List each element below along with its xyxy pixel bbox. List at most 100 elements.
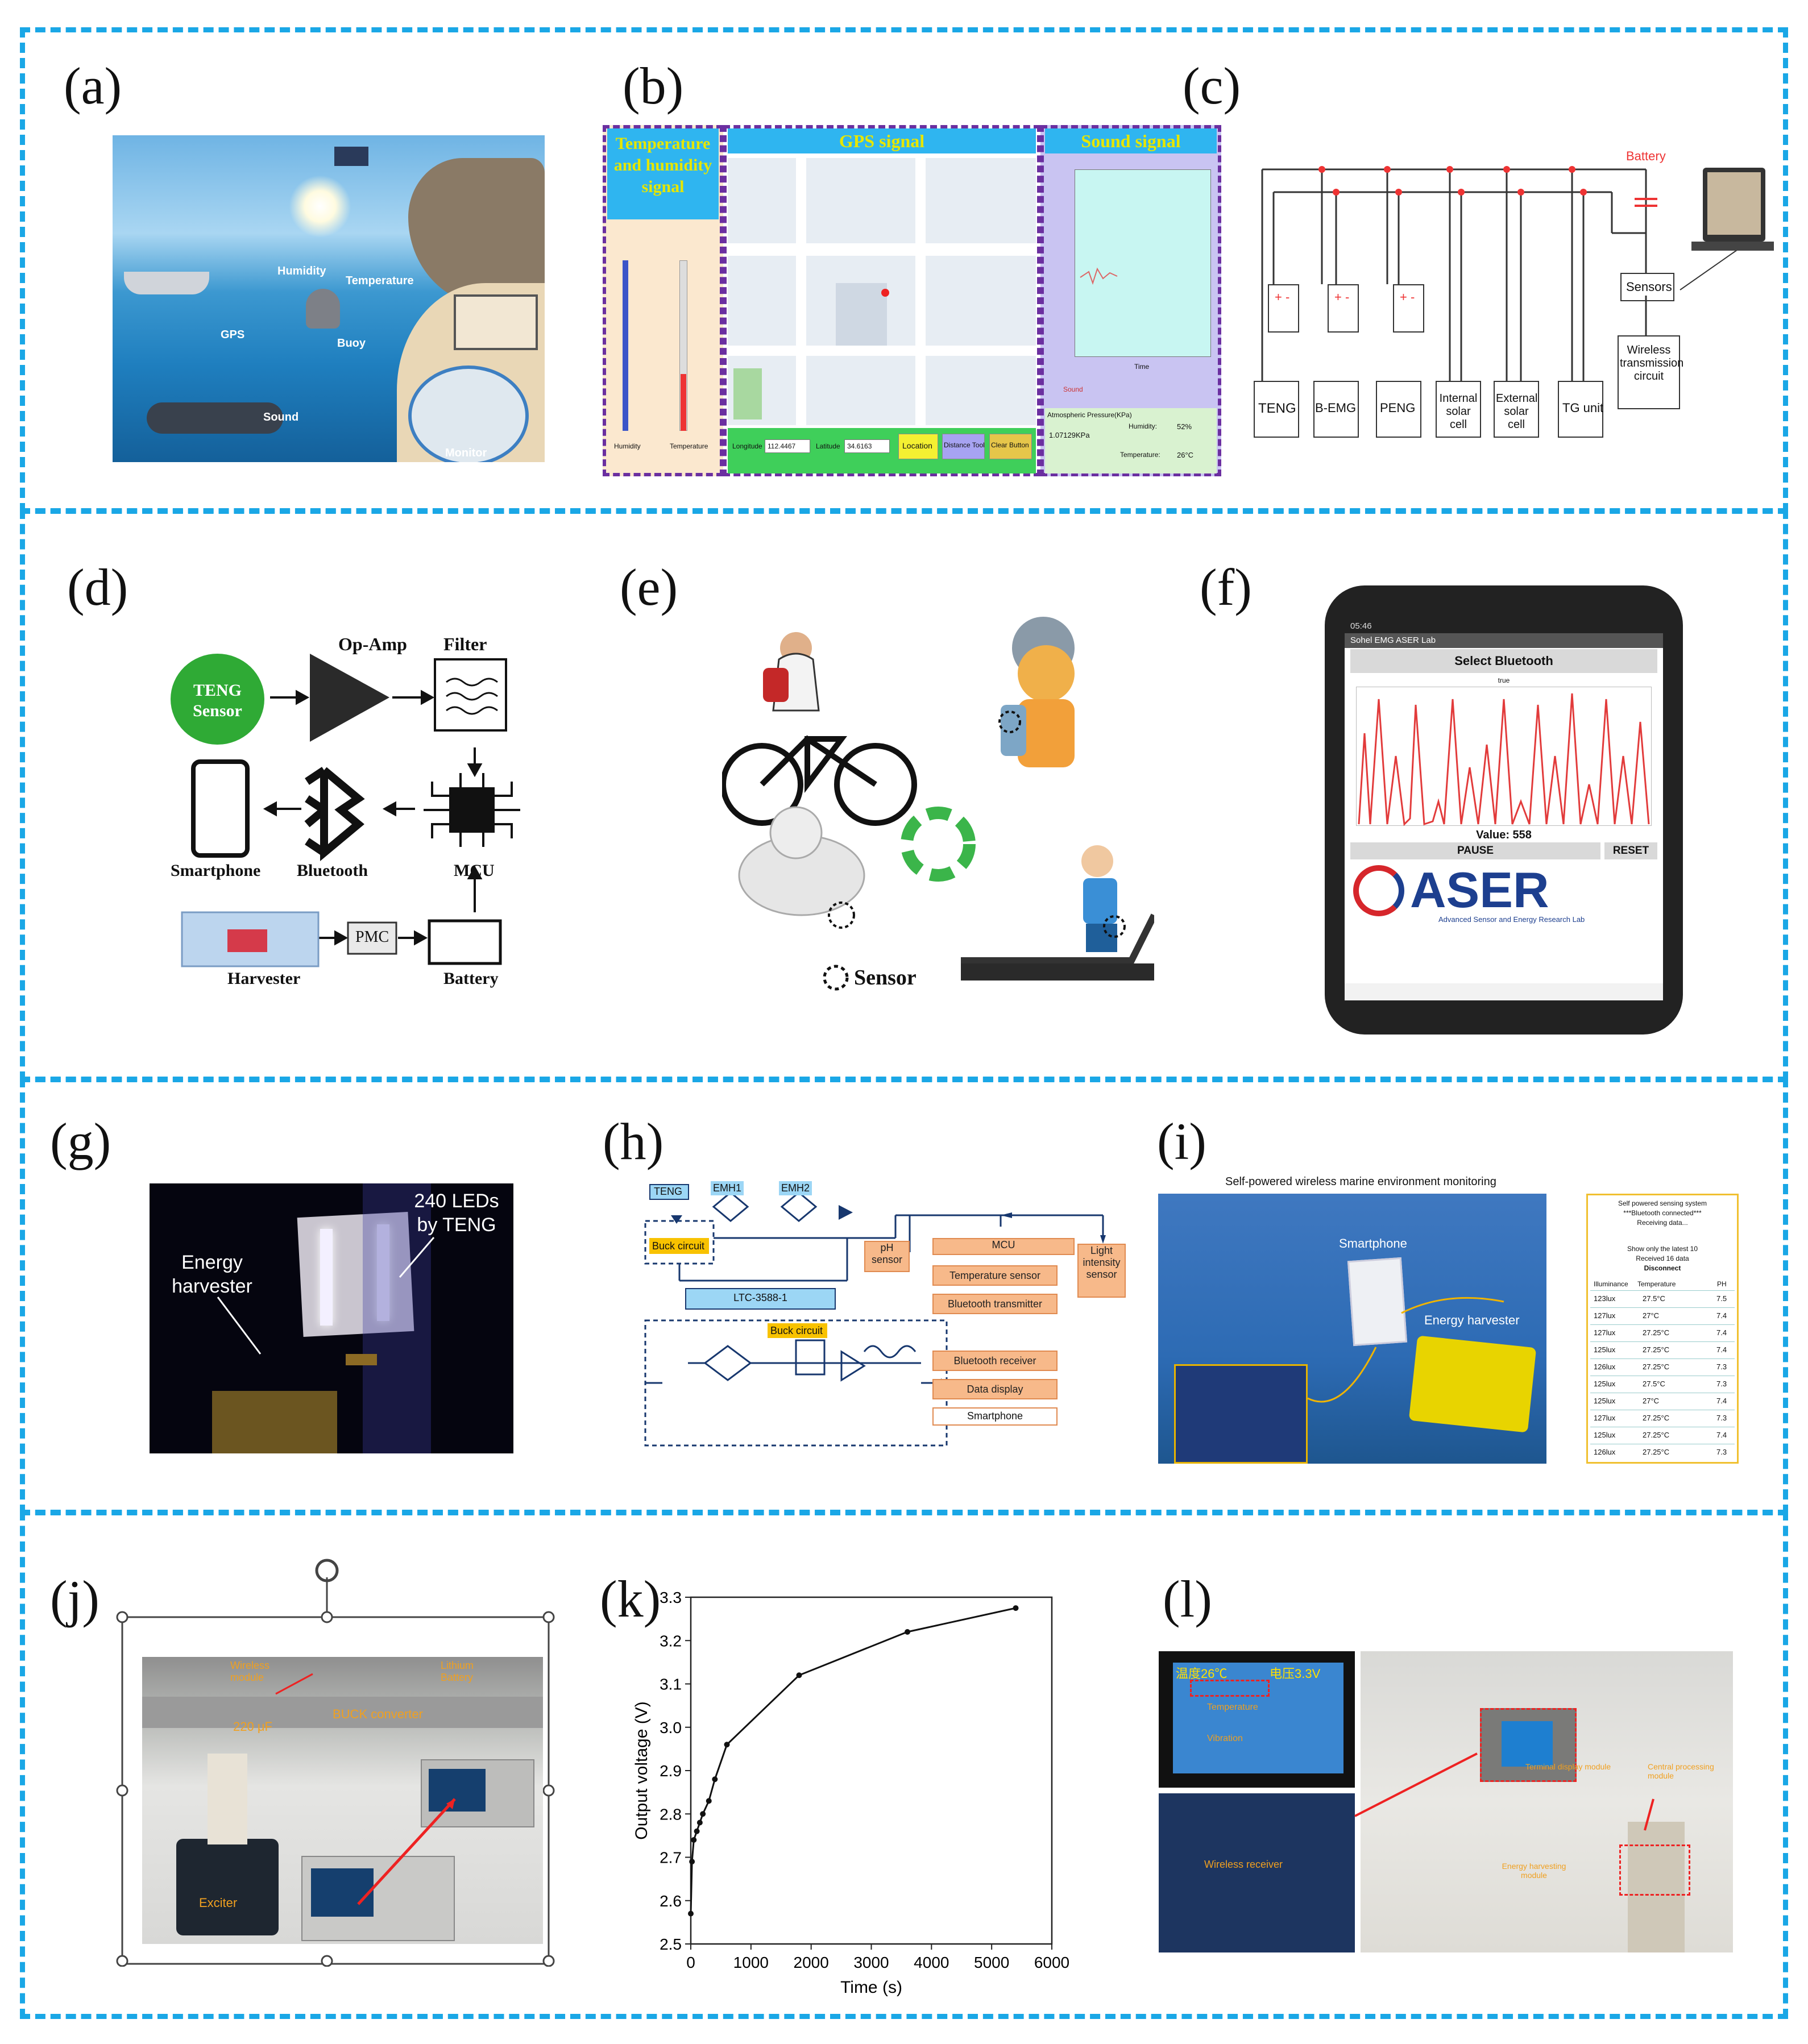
- aser-logo-mark: [1353, 865, 1404, 916]
- table-cell: 27.25°C: [1643, 1362, 1670, 1371]
- filter-label: Filter: [443, 634, 487, 654]
- label-buoy: Buoy: [337, 337, 366, 350]
- table-cell: 123lux: [1594, 1294, 1616, 1303]
- temperature-label-l: Temperature: [1207, 1702, 1258, 1712]
- location-button[interactable]: [898, 434, 938, 459]
- select-bluetooth-button[interactable]: [1350, 649, 1657, 673]
- value-readout: Value: 558: [1476, 829, 1532, 841]
- atm-label: Atmospheric Pressure(KPa): [1047, 411, 1132, 419]
- terminal-display: [1480, 1708, 1577, 1782]
- time-axis-label: Time: [1134, 363, 1150, 371]
- show-line-2: Received 16 data: [1636, 1254, 1689, 1262]
- table-cell: 27.25°C: [1643, 1448, 1670, 1456]
- temp-title: Temperature and humidity signal: [613, 134, 712, 196]
- table-cell: 27.25°C: [1643, 1345, 1670, 1354]
- teng-label-h: TENG: [654, 1186, 683, 1197]
- data-panel: [1586, 1194, 1739, 1464]
- data-point: [724, 1742, 730, 1748]
- reset-label: RESET: [1612, 845, 1649, 857]
- wireless-receiver-label: Wireless receiver: [1204, 1859, 1283, 1870]
- temp-sensor-label: Temperature sensor: [949, 1270, 1041, 1281]
- energy-harvester-block: [212, 1391, 337, 1453]
- aser-logo-subtitle: Advanced Sensor and Energy Research Lab: [1438, 915, 1585, 924]
- pause-button[interactable]: [1350, 842, 1600, 859]
- y-tick-label: 2.7: [660, 1849, 682, 1867]
- atm-value: 1.07129KPa: [1049, 431, 1090, 439]
- table-cell: 27.5°C: [1643, 1294, 1665, 1303]
- buck-label-j: BUCK converter: [333, 1707, 423, 1721]
- x-tick-label: 5000: [974, 1954, 1009, 1971]
- leds-label: 240 LEDs by TENG: [414, 1190, 499, 1236]
- house-structure: [454, 294, 538, 350]
- table-cell: 7.3: [1716, 1362, 1727, 1371]
- panel-l-photo: 温度26℃ 电压3.3V Temperature Vibration Wirel…: [1159, 1651, 1733, 1952]
- emh1-label: EMH1: [711, 1181, 744, 1195]
- panel-label-i: (i): [1157, 1112, 1206, 1170]
- emg-trace: [1358, 693, 1650, 826]
- y-tick-label: 3.1: [660, 1676, 682, 1693]
- table-cell: 125lux: [1594, 1431, 1616, 1439]
- data-point: [696, 1819, 703, 1826]
- latitude-value: 34.6163: [847, 442, 872, 450]
- y-tick-label: 3.3: [660, 1589, 682, 1606]
- mcu-label: MCU: [454, 861, 495, 880]
- pmc-label: PMC: [355, 928, 389, 946]
- table-cell: 7.4: [1716, 1431, 1727, 1439]
- gps-title: GPS signal: [839, 131, 925, 151]
- table-cell: 125lux: [1594, 1380, 1616, 1388]
- y-tick-label: 2.9: [660, 1762, 682, 1780]
- sound-plot: [1075, 169, 1211, 357]
- table-cell: 27.5°C: [1643, 1380, 1665, 1388]
- label-monitor: Monitor: [445, 447, 487, 459]
- disconnect-button[interactable]: Disconnect: [1644, 1264, 1681, 1272]
- sound-legend: Sound: [1063, 385, 1083, 393]
- light-sensor-box: Light intensity sensor: [1077, 1244, 1126, 1298]
- unit-bemg-label: B-EMG: [1315, 401, 1357, 415]
- satellite-icon: [334, 147, 368, 166]
- i-arrows: [1307, 1297, 1504, 1403]
- reset-button[interactable]: [1604, 842, 1657, 859]
- longitude-field[interactable]: [765, 439, 810, 453]
- hum-value: 52%: [1177, 422, 1192, 431]
- beam: [142, 1697, 543, 1728]
- gps-title-bar: [728, 128, 1036, 153]
- select-bluetooth-label: Select Bluetooth: [1454, 654, 1553, 668]
- sound-title-bar: [1045, 128, 1217, 153]
- data-point: [688, 1910, 694, 1917]
- nav-bar: [1345, 983, 1663, 1000]
- col-header-ph: PH: [1717, 1280, 1727, 1288]
- x-tick-label: 2000: [794, 1954, 829, 1971]
- unit-tg: [1558, 381, 1603, 438]
- panel-label-a: (a): [64, 57, 122, 115]
- panel-label-k: (k): [600, 1570, 661, 1628]
- exciter-label: Exciter: [199, 1896, 238, 1910]
- harvester-label-g: Energy harvester: [172, 1252, 252, 1297]
- distance-tool-button[interactable]: [942, 434, 985, 459]
- panel-label-e: (e): [620, 558, 678, 616]
- plot-frame: [690, 1596, 1053, 1945]
- exciter-body: [176, 1839, 279, 1935]
- emg-chart: [1356, 687, 1652, 826]
- table-cell: 27.25°C: [1643, 1328, 1670, 1337]
- latitude-field[interactable]: [844, 439, 890, 453]
- teng-sensor-label: TENG Sensor: [193, 681, 242, 720]
- ltc-box: [685, 1288, 836, 1310]
- panel-i-photo: Self-powered wireless marine environment…: [1157, 1171, 1743, 1466]
- top-right-label-j: Lithium Battery: [441, 1660, 474, 1683]
- temp-label: Temperature:: [1120, 451, 1160, 459]
- bt-tx-label: Bluetooth transmitter: [947, 1298, 1043, 1310]
- unit-peng: [1376, 381, 1421, 438]
- longitude-label: Longitude: [732, 442, 762, 450]
- emh2-label: EMH2: [779, 1181, 812, 1195]
- clear-button[interactable]: [989, 434, 1032, 459]
- laptop-screen: [1703, 168, 1765, 242]
- panel-label-b: (b): [623, 57, 684, 115]
- panel-b-gui: Temperature and humidity signal Humidity…: [603, 124, 1222, 477]
- readout-panel: [1045, 408, 1217, 473]
- illustration-e: [722, 617, 1154, 991]
